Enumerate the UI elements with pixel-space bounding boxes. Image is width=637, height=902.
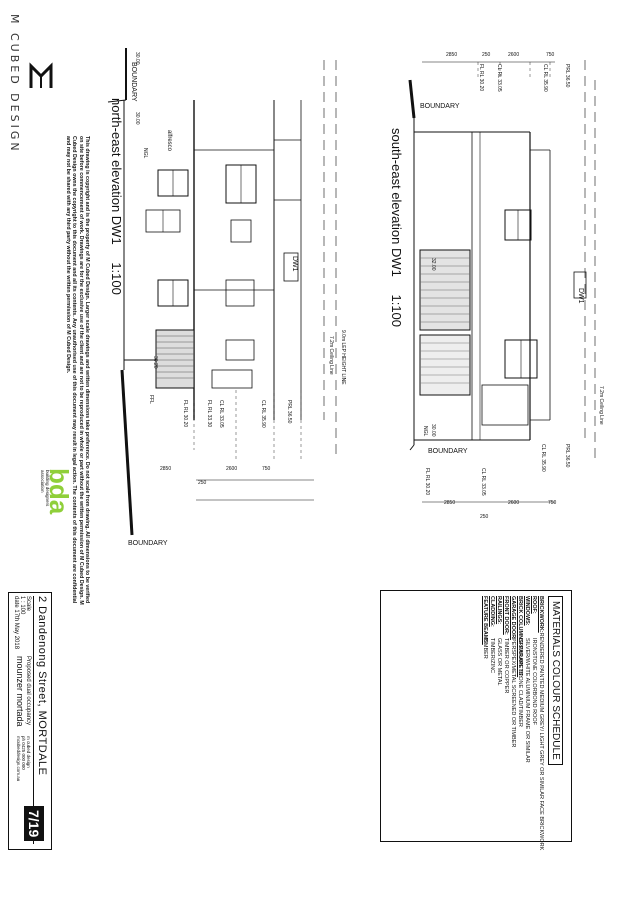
schedule-label: FRONT DOOR:: [503, 596, 509, 635]
se-dim-bottom-2: 750: [548, 500, 557, 506]
brand-name: M CUBED DESIGN: [8, 14, 21, 154]
schedule-value: GREY/LIME STONE CLAD/TIMBER: [517, 638, 523, 727]
north-east-elevation-drawing: [107, 48, 337, 536]
se-title: south-east elevation DW1 1:100: [389, 128, 404, 327]
se-dim-top-3: 750: [546, 52, 555, 58]
schedule-row: GARAGE DOOR:PERSPEX/METAL SCREENED OR TI…: [509, 596, 516, 836]
se-dim-bottom-0: 2850: [444, 500, 456, 506]
ne-dim-2: 750: [262, 466, 271, 472]
schedule-title: MATERIALS COLOUR SCHEDULE: [548, 596, 563, 765]
se-level-top-0: FL RL 30.20: [478, 64, 484, 92]
schedule-row: RAILINGS: GLASS OR METAL: [495, 596, 502, 836]
ne-scale: 1:100: [109, 262, 124, 295]
ne-level-4: PRL 36.50: [286, 400, 292, 424]
schedule-value: TIMBER/ZINC: [489, 638, 495, 674]
se-level-bottom-3: PRL 36.50: [564, 444, 570, 468]
ne-title: north-east elevation DW1 1:100: [109, 98, 124, 295]
sheet-number: 7/19: [24, 806, 44, 842]
schedule-value: IRONSTONE COLORBOND ROOF: [531, 638, 537, 725]
title-block-frame: [8, 592, 52, 850]
se-ceiling-line: 7.2m Ceiling Line: [598, 386, 604, 425]
ne-rl-0: 30.00: [134, 52, 140, 65]
south-east-elevation-drawing: [408, 60, 596, 503]
schedule-value: SILVER/WHITE ALUMINIUM FRAME OR SIMILAR: [524, 638, 530, 763]
ne-room-label: alfresco: [166, 130, 172, 152]
schedule-value: RENDERED PAINTED MEDIUM GREY/ LIGHT GREY…: [538, 632, 544, 851]
ne-level-3: CL RL 35.90: [260, 400, 266, 428]
se-dim-bottom-3: 250: [480, 514, 489, 520]
ne-dim-3: 250: [198, 480, 207, 486]
schedule-row: WINDOWS: SILVER/WHITE ALUMINIUM FRAME OR …: [523, 596, 530, 836]
schedule-row: BRICK COLUMNS/ PARAPETS:GREY/LIME STONE …: [516, 596, 523, 836]
ne-tag: DW1: [291, 256, 298, 272]
project-address: 2 Dandenong Street, MORTDALE: [36, 596, 48, 776]
member-text: building designers association: [40, 470, 50, 507]
schedule-label: GARAGE DOOR:: [510, 596, 516, 640]
date-label: date: [13, 596, 19, 608]
schedule-label: FEATURE BEAMS:: [482, 596, 488, 645]
ne-ngl: NGL: [142, 148, 148, 159]
schedule-row: CLADDING: TIMBER/ZINC: [488, 596, 495, 836]
ne-dim-1: 2600: [226, 466, 238, 472]
scale-label: Scale: [25, 596, 31, 612]
ne-ffl: FFL: [148, 395, 154, 404]
se-level-top-1: CL RL 33.05: [496, 64, 502, 92]
company-line: m cubed design: [26, 736, 31, 768]
se-level-top-3: PRL 36.50: [564, 64, 570, 88]
se-level-bottom-0: FL RL 30.20: [424, 468, 430, 496]
se-rl-0: 32.00: [430, 258, 436, 271]
se-level-bottom-1: CL RL 33.05: [480, 468, 486, 496]
se-dim-top-2: 2600: [508, 52, 520, 58]
se-ngl: NGL: [422, 426, 428, 437]
schedule-row: FEATURE BEAMS:TIMBER: [481, 596, 488, 836]
se-scale: 1:100: [389, 294, 404, 328]
copyright-note: This drawing is copyright and is the pro…: [64, 136, 90, 605]
scale-value: 1 : 100: [19, 596, 25, 615]
se-rl-1: 30.00: [430, 424, 436, 437]
ne-level-2: CL RL 33.05: [218, 400, 224, 428]
schedule-value: TIMBER OR COPPER: [503, 638, 509, 694]
ne-rl-2: 30.20: [152, 356, 158, 369]
se-level-bottom-2: CL RL 35.90: [540, 444, 546, 472]
materials-schedule: MATERIALS COLOUR SCHEDULE BRICKWORK:REND…: [481, 596, 566, 850]
schedule-label: ROOF:: [531, 596, 537, 614]
schedule-row: FRONT DOOR: TIMBER OR COPPER: [502, 596, 509, 836]
ne-dim-0: 2850: [160, 466, 172, 472]
project-type: Proposed dual occupancy: [25, 656, 31, 726]
company-line: ph 0425 000 000: [21, 736, 26, 770]
se-boundary-top: BOUNDARY: [420, 103, 460, 110]
company-line: mcubeddesign.com.au: [16, 736, 21, 782]
schedule-label: RAILINGS:: [496, 596, 502, 625]
ne-level-1: FL RL 33.30: [206, 400, 212, 428]
se-dim-top-0: 2850: [446, 52, 458, 58]
ne-level-0: FL RL 30.20: [182, 400, 188, 428]
ne-rl-1: 30.00: [134, 112, 140, 125]
schedule-label: CLADDING:: [489, 596, 495, 627]
se-tag: DW1: [577, 288, 584, 304]
schedule-label: BRICK COLUMNS/ PARAPETS:: [517, 596, 523, 678]
ne-ceiling-line: 7.2m Ceiling Line: [328, 336, 334, 375]
ne-title-text: north-east elevation DW1: [109, 98, 124, 245]
ne-height-line: 9.0m LEP HEIGHT LINE: [340, 330, 346, 385]
materials-schedule-box: [380, 590, 572, 842]
se-dim-top-1: 250: [482, 52, 491, 58]
schedule-row: BRICKWORK:RENDERED PAINTED MEDIUM GREY/ …: [537, 596, 544, 850]
ne-boundary-bottom: BOUNDARY: [128, 540, 168, 547]
date-value: 17th May 2018: [13, 609, 19, 650]
se-level-top-2: CL RL 35.90: [542, 64, 548, 92]
client-name: mounzer mortada: [15, 656, 25, 727]
se-dim-bottom-1: 2600: [508, 500, 520, 506]
m-cubed-logo-icon: [29, 62, 53, 88]
schedule-label: BRICKWORK:: [538, 596, 544, 633]
ne-boundary-top: BOUNDARY: [130, 62, 137, 102]
se-title-text: south-east elevation DW1: [389, 128, 404, 277]
schedule-value: TIMBER: [482, 638, 488, 659]
schedule-row: ROOF: IRONSTONE COLORBOND ROOF: [530, 596, 537, 836]
se-boundary-bottom: BOUNDARY: [428, 448, 468, 455]
schedule-value: GLASS OR METAL: [496, 638, 502, 686]
schedule-label: WINDOWS:: [524, 596, 530, 626]
schedule-value: PERSPEX/METAL SCREENED OR TIMBER: [510, 638, 516, 748]
